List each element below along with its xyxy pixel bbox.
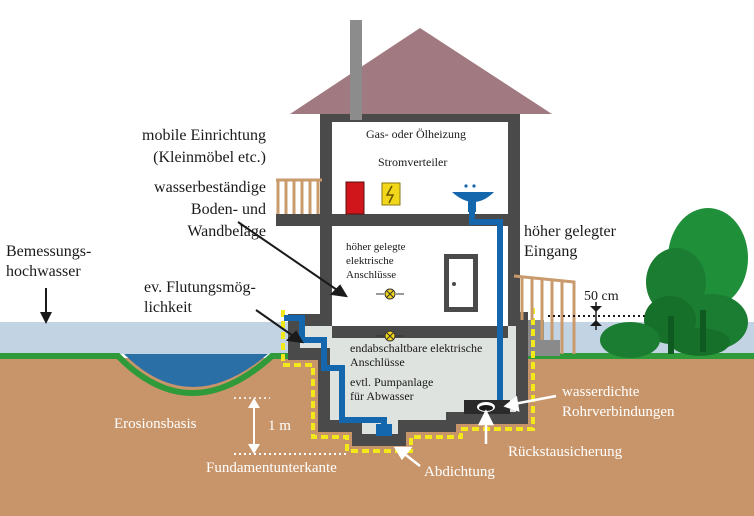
- roof: [290, 28, 552, 114]
- label-erosion: Erosionsbasis: [114, 416, 197, 432]
- label-entrance-2: Eingang: [524, 243, 577, 260]
- height-marker: [548, 302, 646, 330]
- pond: [124, 354, 268, 387]
- label-flood-2: hochwasser: [6, 263, 81, 280]
- label-floor-2: Boden- und: [191, 201, 266, 218]
- label-upper-electric-3: Anschlüsse: [346, 269, 396, 281]
- sealing-line: [281, 308, 535, 453]
- house: [276, 20, 552, 453]
- floor-slab: [276, 214, 520, 226]
- terrace-step: [520, 320, 560, 356]
- label-lower-electric-1: endabschaltbare elektrische: [350, 341, 482, 355]
- label-lower-electric-2: Anschlüsse: [350, 355, 405, 369]
- label-pipes-2: Rohrverbindungen: [562, 404, 675, 420]
- door: [444, 254, 478, 312]
- label-sealing: Abdichtung: [424, 464, 495, 480]
- label-height: 50 cm: [584, 289, 619, 304]
- depth-marker: [234, 397, 346, 455]
- distributor-box: [381, 182, 401, 206]
- label-pump-1: evtl. Pumpanlage: [350, 375, 433, 389]
- pump-sump: [376, 424, 392, 436]
- entrance-railing: [513, 274, 576, 354]
- label-upper-electric-2: elektrische: [346, 255, 394, 267]
- upper-electric-outlet: [376, 288, 404, 300]
- label-upper-electric-1: höher gelegte: [346, 241, 406, 253]
- trees: [600, 208, 748, 358]
- basement-interior: [300, 326, 516, 434]
- white-pointer-arrows: [393, 394, 557, 467]
- lower-electric-outlet: [376, 330, 404, 342]
- balcony-railing: [276, 178, 322, 214]
- label-floor-3: Wandbeläge: [187, 223, 266, 240]
- label-flood-1: Bemessungs-: [6, 243, 91, 260]
- label-heating: Gas- oder Ölheizung: [366, 127, 466, 141]
- label-floor-1: wasserbeständige: [154, 179, 266, 196]
- water-pipe-left: [284, 315, 387, 428]
- label-depth: 1 m: [268, 418, 291, 434]
- label-distributor: Stromverteiler: [378, 155, 447, 169]
- backflow-valve: [464, 400, 510, 414]
- label-flooding-2: lichkeit: [144, 299, 193, 316]
- label-backflow: Rückstausicherung: [508, 444, 623, 460]
- label-pipes-1: wasserdichte: [562, 384, 640, 400]
- label-mobile-1: mobile Einrichtung: [142, 127, 266, 144]
- label-foundation: Fundamentunterkante: [206, 460, 337, 476]
- label-flooding-1: ev. Flutungsmög-: [144, 279, 256, 296]
- pointer-arrows: [237, 221, 348, 344]
- label-pump-2: für Abwasser: [350, 389, 414, 403]
- label-entrance-1: höher gelegter: [524, 223, 617, 240]
- heater: [345, 181, 365, 215]
- flood-level-arrow: [40, 288, 52, 324]
- washbasin: [452, 184, 494, 212]
- label-mobile-2: (Kleinmöbel etc.): [153, 149, 266, 166]
